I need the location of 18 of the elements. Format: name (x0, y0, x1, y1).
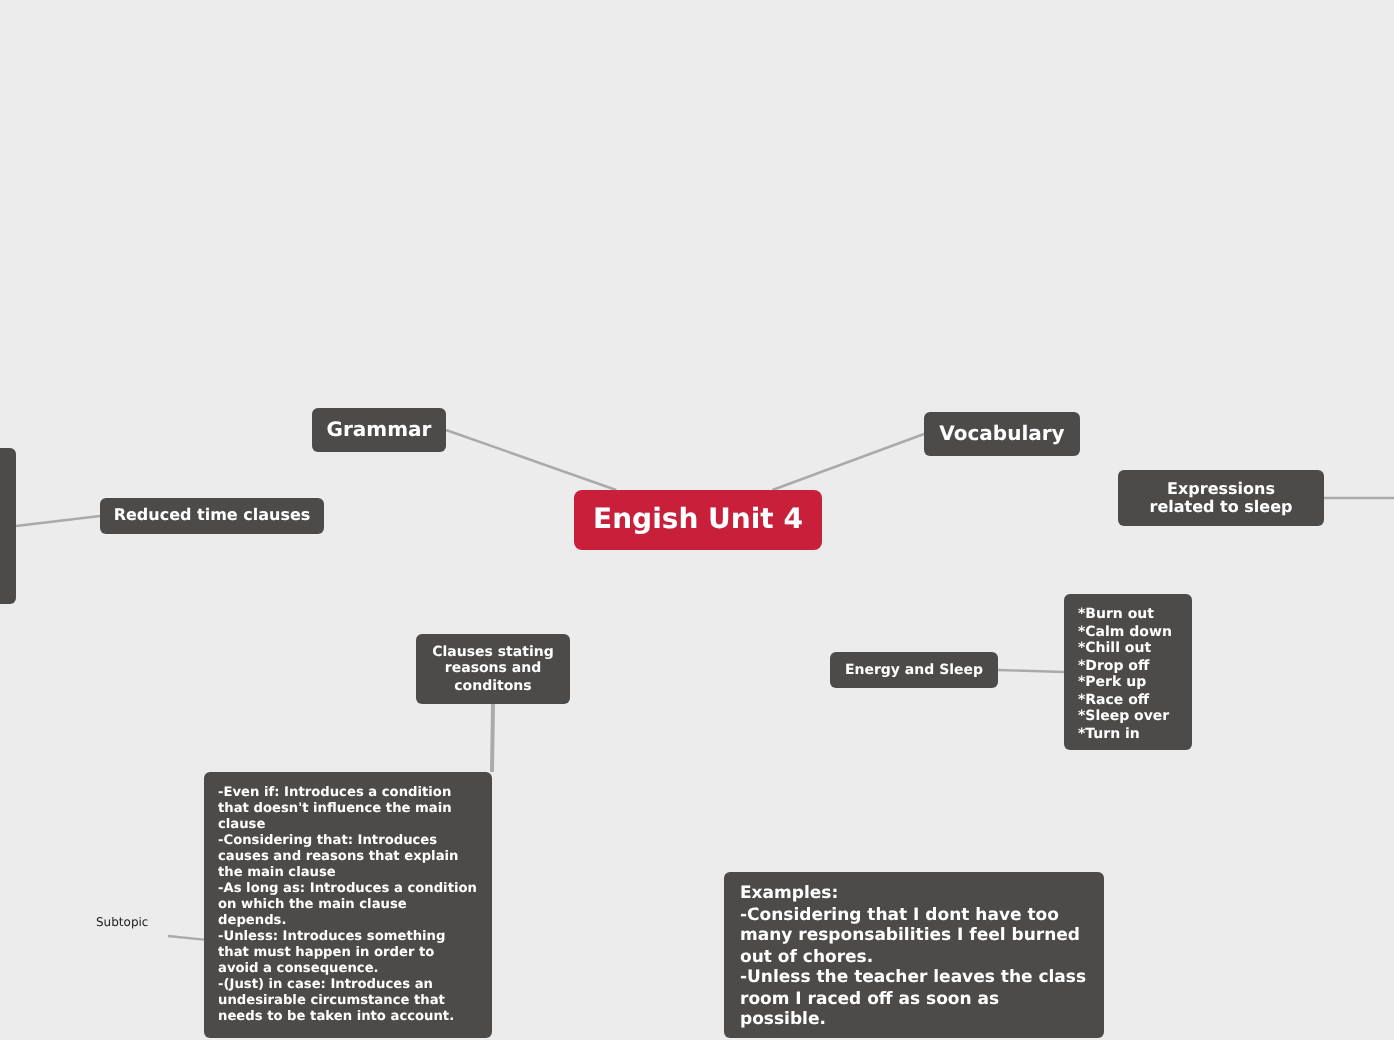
list-item: Examples: (740, 884, 841, 905)
list-item: -Considering that I dont have too many responsabilities I feel burned out of chores. (740, 905, 1082, 968)
note-box (204, 772, 492, 1038)
connector-line (772, 432, 925, 492)
subtopic-box: Reduced time clauses (100, 498, 324, 534)
list-box (1064, 594, 1192, 750)
central-topic-box: Engish Unit 4 (574, 490, 822, 550)
note-box (724, 872, 1104, 1038)
subtopic-box: Expressions related to sleep (1118, 470, 1324, 526)
topic-box: Grammar (312, 408, 446, 452)
topic-box: Vocabulary (924, 412, 1080, 456)
connector-line (490, 703, 495, 773)
connector-line (15, 514, 101, 528)
connector-line (167, 934, 205, 941)
connector-line (445, 428, 617, 492)
connector-line (997, 668, 1065, 674)
connector-line (1324, 496, 1394, 500)
list-item: -Unless the teacher leaves the class room I raced off as soon as possible. (740, 968, 1088, 1031)
